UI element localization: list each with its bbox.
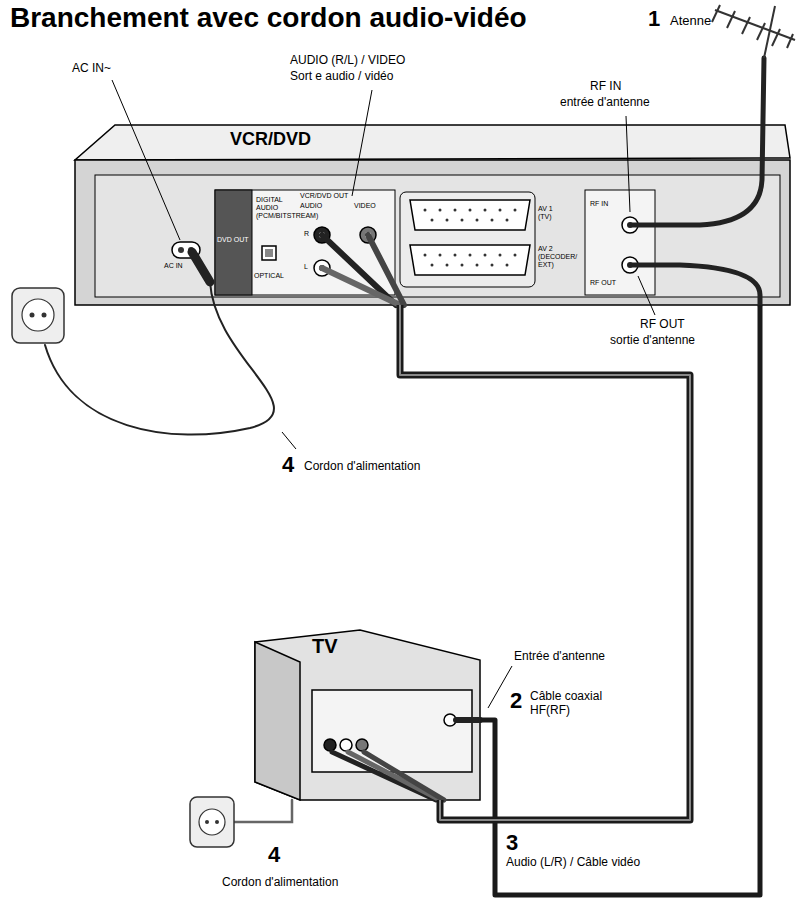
vcr-body <box>75 125 790 305</box>
antenna <box>712 5 795 58</box>
av-plugs-vcr <box>322 235 404 305</box>
device-name: VCR/DVD <box>230 129 311 150</box>
callout-number: 4 <box>268 842 280 867</box>
vcr-power-cord <box>12 252 274 435</box>
callout-number: 3 <box>506 830 518 855</box>
panel-label: AV 2 (DECODER/ EXT) <box>538 245 582 269</box>
part-label: Câble coaxial HF(RF) <box>530 690 620 718</box>
device-name: TV <box>312 635 338 658</box>
part-label: Audio (L/R) / Câble vidéo <box>506 856 640 870</box>
tv-plugs <box>332 720 480 800</box>
panel-label: DIGITAL AUDIO (PCM/BITSTREAM) <box>256 196 300 220</box>
panel-label: RF OUT <box>590 279 616 287</box>
panel-label: AUDIO <box>300 202 322 210</box>
part-label: AUDIO (R/L) / VIDEO <box>290 54 405 68</box>
rf-cables <box>630 58 764 305</box>
part-label: sortie d'antenne <box>610 334 695 348</box>
panel-label: OPTICAL <box>254 272 284 280</box>
callout-number: 4 <box>282 452 294 477</box>
panel-label: L <box>304 263 308 271</box>
part-label: Entrée d'antenne <box>514 650 605 664</box>
panel-label: AV 1 (TV) <box>538 205 568 221</box>
coaxial-cable <box>480 305 760 895</box>
part-label: RF IN <box>590 80 621 94</box>
audio-video-cable-line <box>400 305 690 820</box>
part-label: RF OUT <box>640 318 685 332</box>
audio-video-cable-core <box>400 305 690 820</box>
vcr-dvd-device: VCR/DVD <box>75 125 790 305</box>
part-label: Cordon d'alimentation <box>222 876 338 890</box>
coaxial-cable-line <box>480 305 760 895</box>
part-label: entrée d'antenne <box>560 96 650 110</box>
audio-video-cable <box>400 305 690 820</box>
panel-label: VIDEO <box>354 202 376 210</box>
callout-number: 1 <box>648 6 660 31</box>
tv-device: TV <box>250 625 480 800</box>
part-label: AC IN~ <box>72 62 111 76</box>
panel-label: R <box>304 230 309 238</box>
panel-label: AC IN <box>164 262 183 270</box>
callout-number: 2 <box>510 688 522 713</box>
leader-lines <box>112 80 655 708</box>
diagram-title: Branchement avec cordon audio-vidéo <box>10 2 527 34</box>
part-label: Sort e audio / vidéo <box>290 70 393 84</box>
panel-label: VCR/DVD OUT <box>300 192 348 200</box>
panel-label: RF IN <box>590 200 608 208</box>
panel-label: DVD OUT <box>217 236 251 244</box>
tv-power-cord <box>190 797 292 847</box>
part-label: Atenne <box>670 14 711 29</box>
tv-body <box>255 630 480 800</box>
part-label: Cordon d'alimentation <box>304 460 420 474</box>
